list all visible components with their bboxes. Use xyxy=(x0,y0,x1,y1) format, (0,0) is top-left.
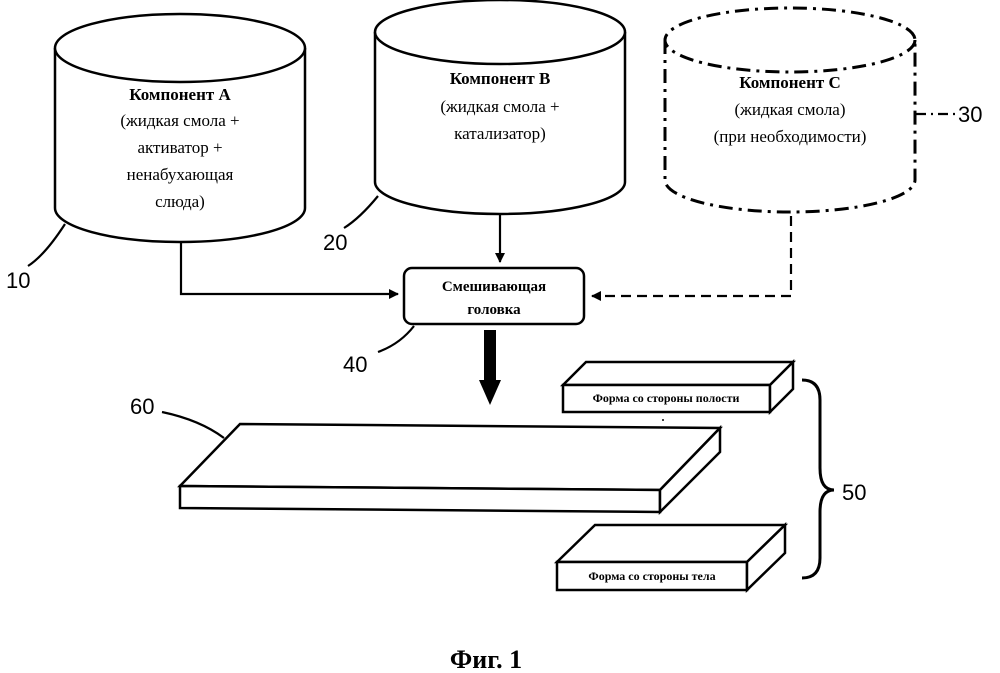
leader-line-20 xyxy=(344,196,378,228)
ref-60: 60 xyxy=(130,394,154,419)
component-a-line-4: слюда) xyxy=(155,192,205,211)
body-mold-label: Форма со стороны тела xyxy=(588,569,715,583)
ref-10: 10 xyxy=(6,268,30,293)
mixing-head: Смешивающая головка xyxy=(404,268,584,324)
cavity-mold-label: Форма со стороны полости xyxy=(593,391,740,405)
component-b-tank: Компонент В (жидкая смола + катализатор) xyxy=(375,0,625,214)
component-c-line-1: (жидкая смола) xyxy=(734,100,845,119)
body-side-mold: Форма со стороны тела xyxy=(557,525,785,590)
component-b-line-2: катализатор) xyxy=(454,124,546,143)
component-a-title: Компонент А xyxy=(129,85,231,104)
cavity-side-mold: Форма со стороны полости xyxy=(563,362,793,420)
mold-brace xyxy=(802,380,834,578)
component-c-title: Компонент С xyxy=(739,73,841,92)
component-a-line-3: ненабухающая xyxy=(127,165,234,184)
ref-20: 20 xyxy=(323,230,347,255)
flow-c-arrow xyxy=(592,216,791,296)
mixing-head-line-1: Смешивающая xyxy=(442,279,546,295)
ref-40: 40 xyxy=(343,352,367,377)
component-a-line-2: активатор + xyxy=(137,138,222,157)
component-c-line-2: (при необходимости) xyxy=(714,127,867,146)
component-c-tank: Компонент С (жидкая смола) (при необходи… xyxy=(665,8,915,212)
leader-line-60 xyxy=(162,412,224,438)
ref-50: 50 xyxy=(842,480,866,505)
leader-line-10 xyxy=(28,224,65,266)
flow-a-arrow xyxy=(181,242,398,294)
mixing-head-line-2: головка xyxy=(467,302,521,318)
product-slab xyxy=(180,424,720,512)
component-b-title: Компонент В xyxy=(450,69,551,88)
component-b-line-1: (жидкая смола + xyxy=(440,97,559,116)
leader-line-40 xyxy=(378,326,414,352)
figure-caption: Фиг. 1 xyxy=(450,645,522,673)
ref-30: 30 xyxy=(958,102,982,127)
injection-arrow xyxy=(479,330,501,405)
component-a-line-1: (жидкая смола + xyxy=(120,111,239,130)
component-a-tank: Компонент А (жидкая смола + активатор + … xyxy=(55,14,305,242)
